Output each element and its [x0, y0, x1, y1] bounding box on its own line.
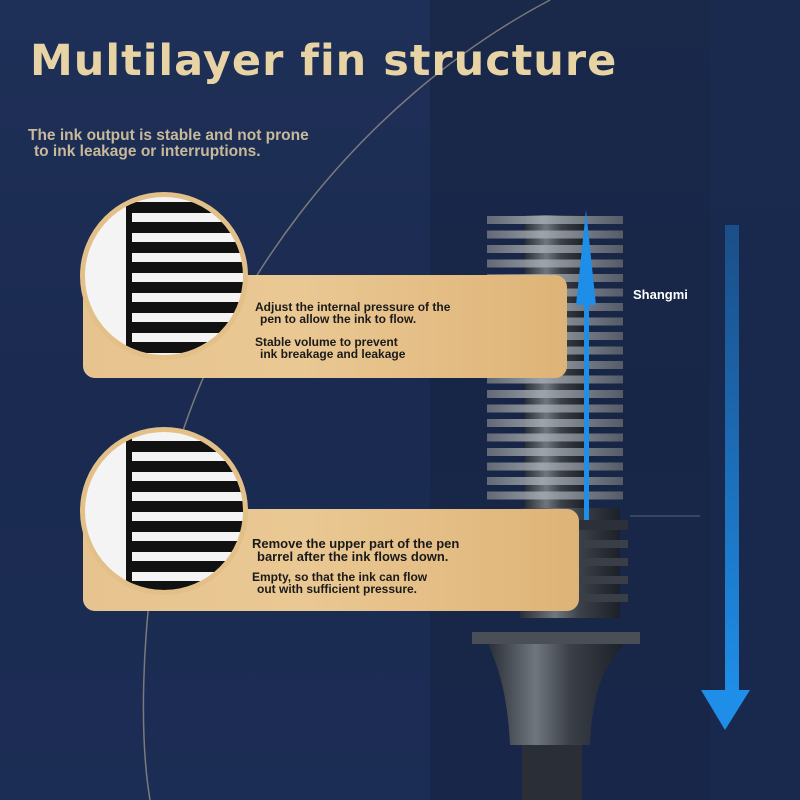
card-line: ink breakage and leakage: [260, 347, 406, 361]
fin-zoom: [126, 541, 243, 552]
card-text-secondary: Stable volume to prevent ink breakage an…: [255, 336, 405, 360]
fin-zoom: [126, 242, 243, 253]
fin: [487, 448, 623, 456]
fin: [487, 245, 623, 253]
card-line: barrel after the ink flows down.: [257, 549, 449, 564]
fin-closeup: [126, 432, 243, 590]
fin-zoom: [126, 521, 243, 532]
subtitle-line: to ink leakage or interruptions.: [34, 143, 261, 160]
fin-zoom: [126, 481, 243, 492]
fin-spine: [126, 432, 132, 590]
subtitle: The ink output is stable and not prone t…: [28, 128, 408, 160]
fin-spine: [126, 197, 132, 355]
card-text-secondary: Empty, so that the ink can flow out with…: [252, 571, 427, 595]
card-line: Adjust the internal pressure of the: [255, 300, 451, 314]
fin: [487, 404, 623, 413]
magnified-fins-image: [80, 192, 248, 360]
fin: [487, 462, 623, 471]
brand-label: Shangmi: [633, 287, 688, 302]
card-text-primary: Remove the upper part of the pen barrel …: [252, 537, 459, 563]
fin-zoom: [126, 342, 243, 353]
fin: [487, 375, 623, 384]
fin: [487, 390, 623, 398]
fin-zoom: [126, 581, 243, 590]
card-line: Empty, so that the ink can flow: [252, 570, 428, 584]
page-title: Multilayer fin structure: [30, 36, 618, 86]
fin-zoom: [126, 202, 243, 213]
fin: [487, 477, 623, 485]
fin: [487, 491, 623, 500]
card-line: pen to allow the ink to flow.: [260, 312, 417, 326]
fin: [487, 216, 623, 224]
card-line: Remove the upper part of the pen: [252, 536, 460, 551]
card-line: out with sufficient pressure.: [257, 582, 418, 596]
card-line: Stable volume to prevent: [255, 335, 398, 349]
fin-zoom: [126, 461, 243, 472]
subtitle-line: The ink output is stable and not prone: [28, 127, 309, 144]
fin-zoom: [126, 222, 243, 233]
fin-closeup: [126, 197, 243, 355]
fin: [487, 419, 623, 427]
fin-zoom: [126, 322, 243, 333]
dark-stripe: [710, 0, 800, 800]
fin-zoom: [126, 441, 243, 452]
up-arrow-icon: [576, 210, 596, 520]
fin-zoom: [126, 302, 243, 313]
fin-zoom: [126, 282, 243, 293]
card-text-primary: Adjust the internal pressure of the pen …: [255, 301, 450, 325]
fin-zoom: [126, 262, 243, 273]
magnified-fins-image: [80, 427, 248, 595]
fin-zoom: [126, 561, 243, 572]
fin: [487, 259, 623, 268]
fin: [487, 433, 623, 442]
down-arrow-icon: [701, 225, 750, 730]
fin: [487, 230, 623, 239]
fin-zoom: [126, 501, 243, 512]
decor-arc: [142, 0, 551, 800]
